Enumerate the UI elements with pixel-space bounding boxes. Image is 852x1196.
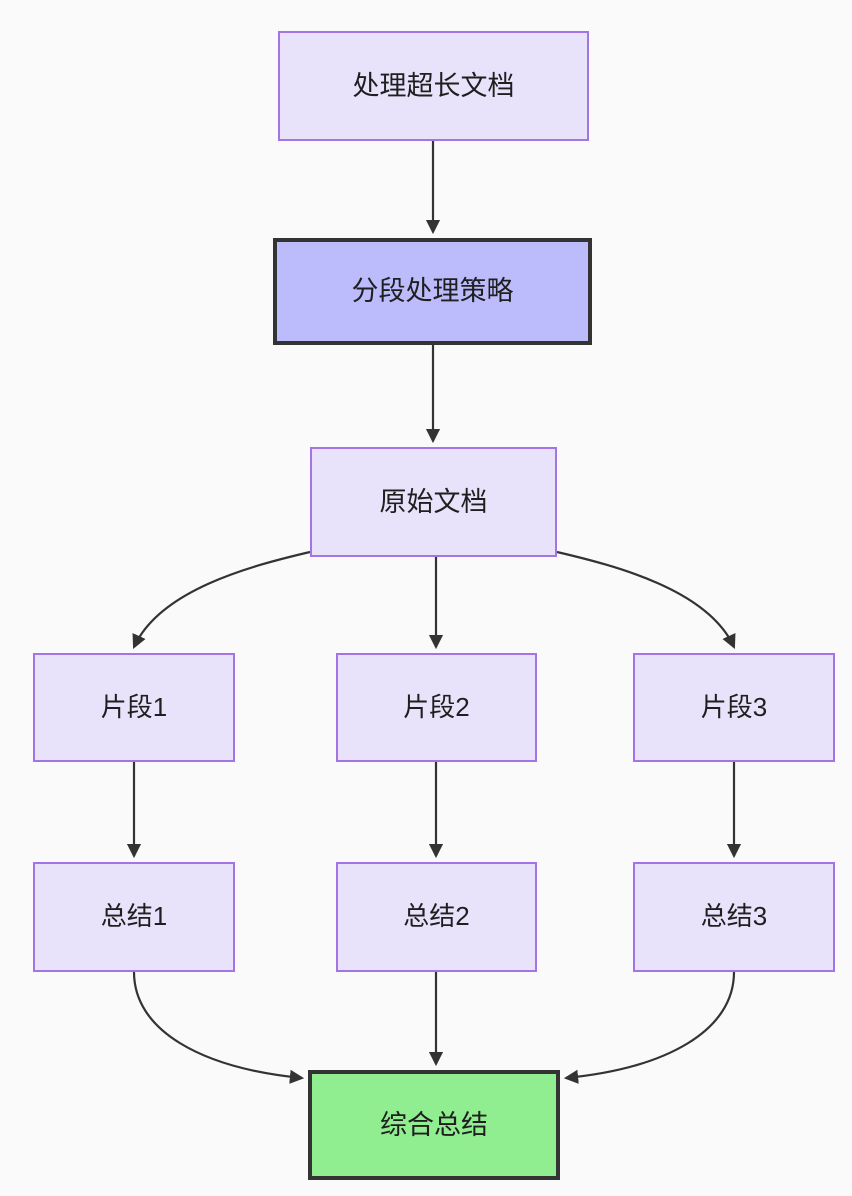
node-chunk-3[interactable]: 片段3 bbox=[633, 653, 835, 762]
node-label: 片段3 bbox=[700, 691, 768, 722]
node-label: 总结3 bbox=[700, 901, 768, 932]
node-chunk-2[interactable]: 片段2 bbox=[336, 653, 537, 762]
node-label: 分段处理策略 bbox=[351, 276, 514, 307]
node-label: 片段1 bbox=[100, 691, 168, 722]
node-process-long-document[interactable]: 处理超长文档 bbox=[278, 31, 589, 141]
node-chunk-1[interactable]: 片段1 bbox=[33, 653, 235, 762]
node-label: 总结2 bbox=[403, 901, 470, 932]
node-label: 处理超长文档 bbox=[352, 70, 515, 101]
node-summary-2[interactable]: 总结2 bbox=[336, 862, 537, 972]
node-label: 综合总结 bbox=[380, 1109, 488, 1140]
edge-original-to-chunk3 bbox=[556, 550, 736, 649]
node-original-document[interactable]: 原始文档 bbox=[310, 447, 557, 557]
node-label: 总结1 bbox=[100, 901, 168, 932]
node-comprehensive-summary[interactable]: 综合总结 bbox=[308, 1070, 560, 1180]
edge-summary1-to-final bbox=[132, 971, 305, 1084]
node-summary-1[interactable]: 总结1 bbox=[33, 862, 235, 972]
node-label: 片段2 bbox=[403, 691, 470, 722]
edge-original-to-chunk1 bbox=[132, 550, 311, 649]
node-summary-3[interactable]: 总结3 bbox=[633, 862, 835, 972]
node-chunking-strategy[interactable]: 分段处理策略 bbox=[273, 238, 592, 345]
edge-summary3-to-final bbox=[563, 971, 736, 1084]
node-label: 原始文档 bbox=[379, 486, 488, 517]
